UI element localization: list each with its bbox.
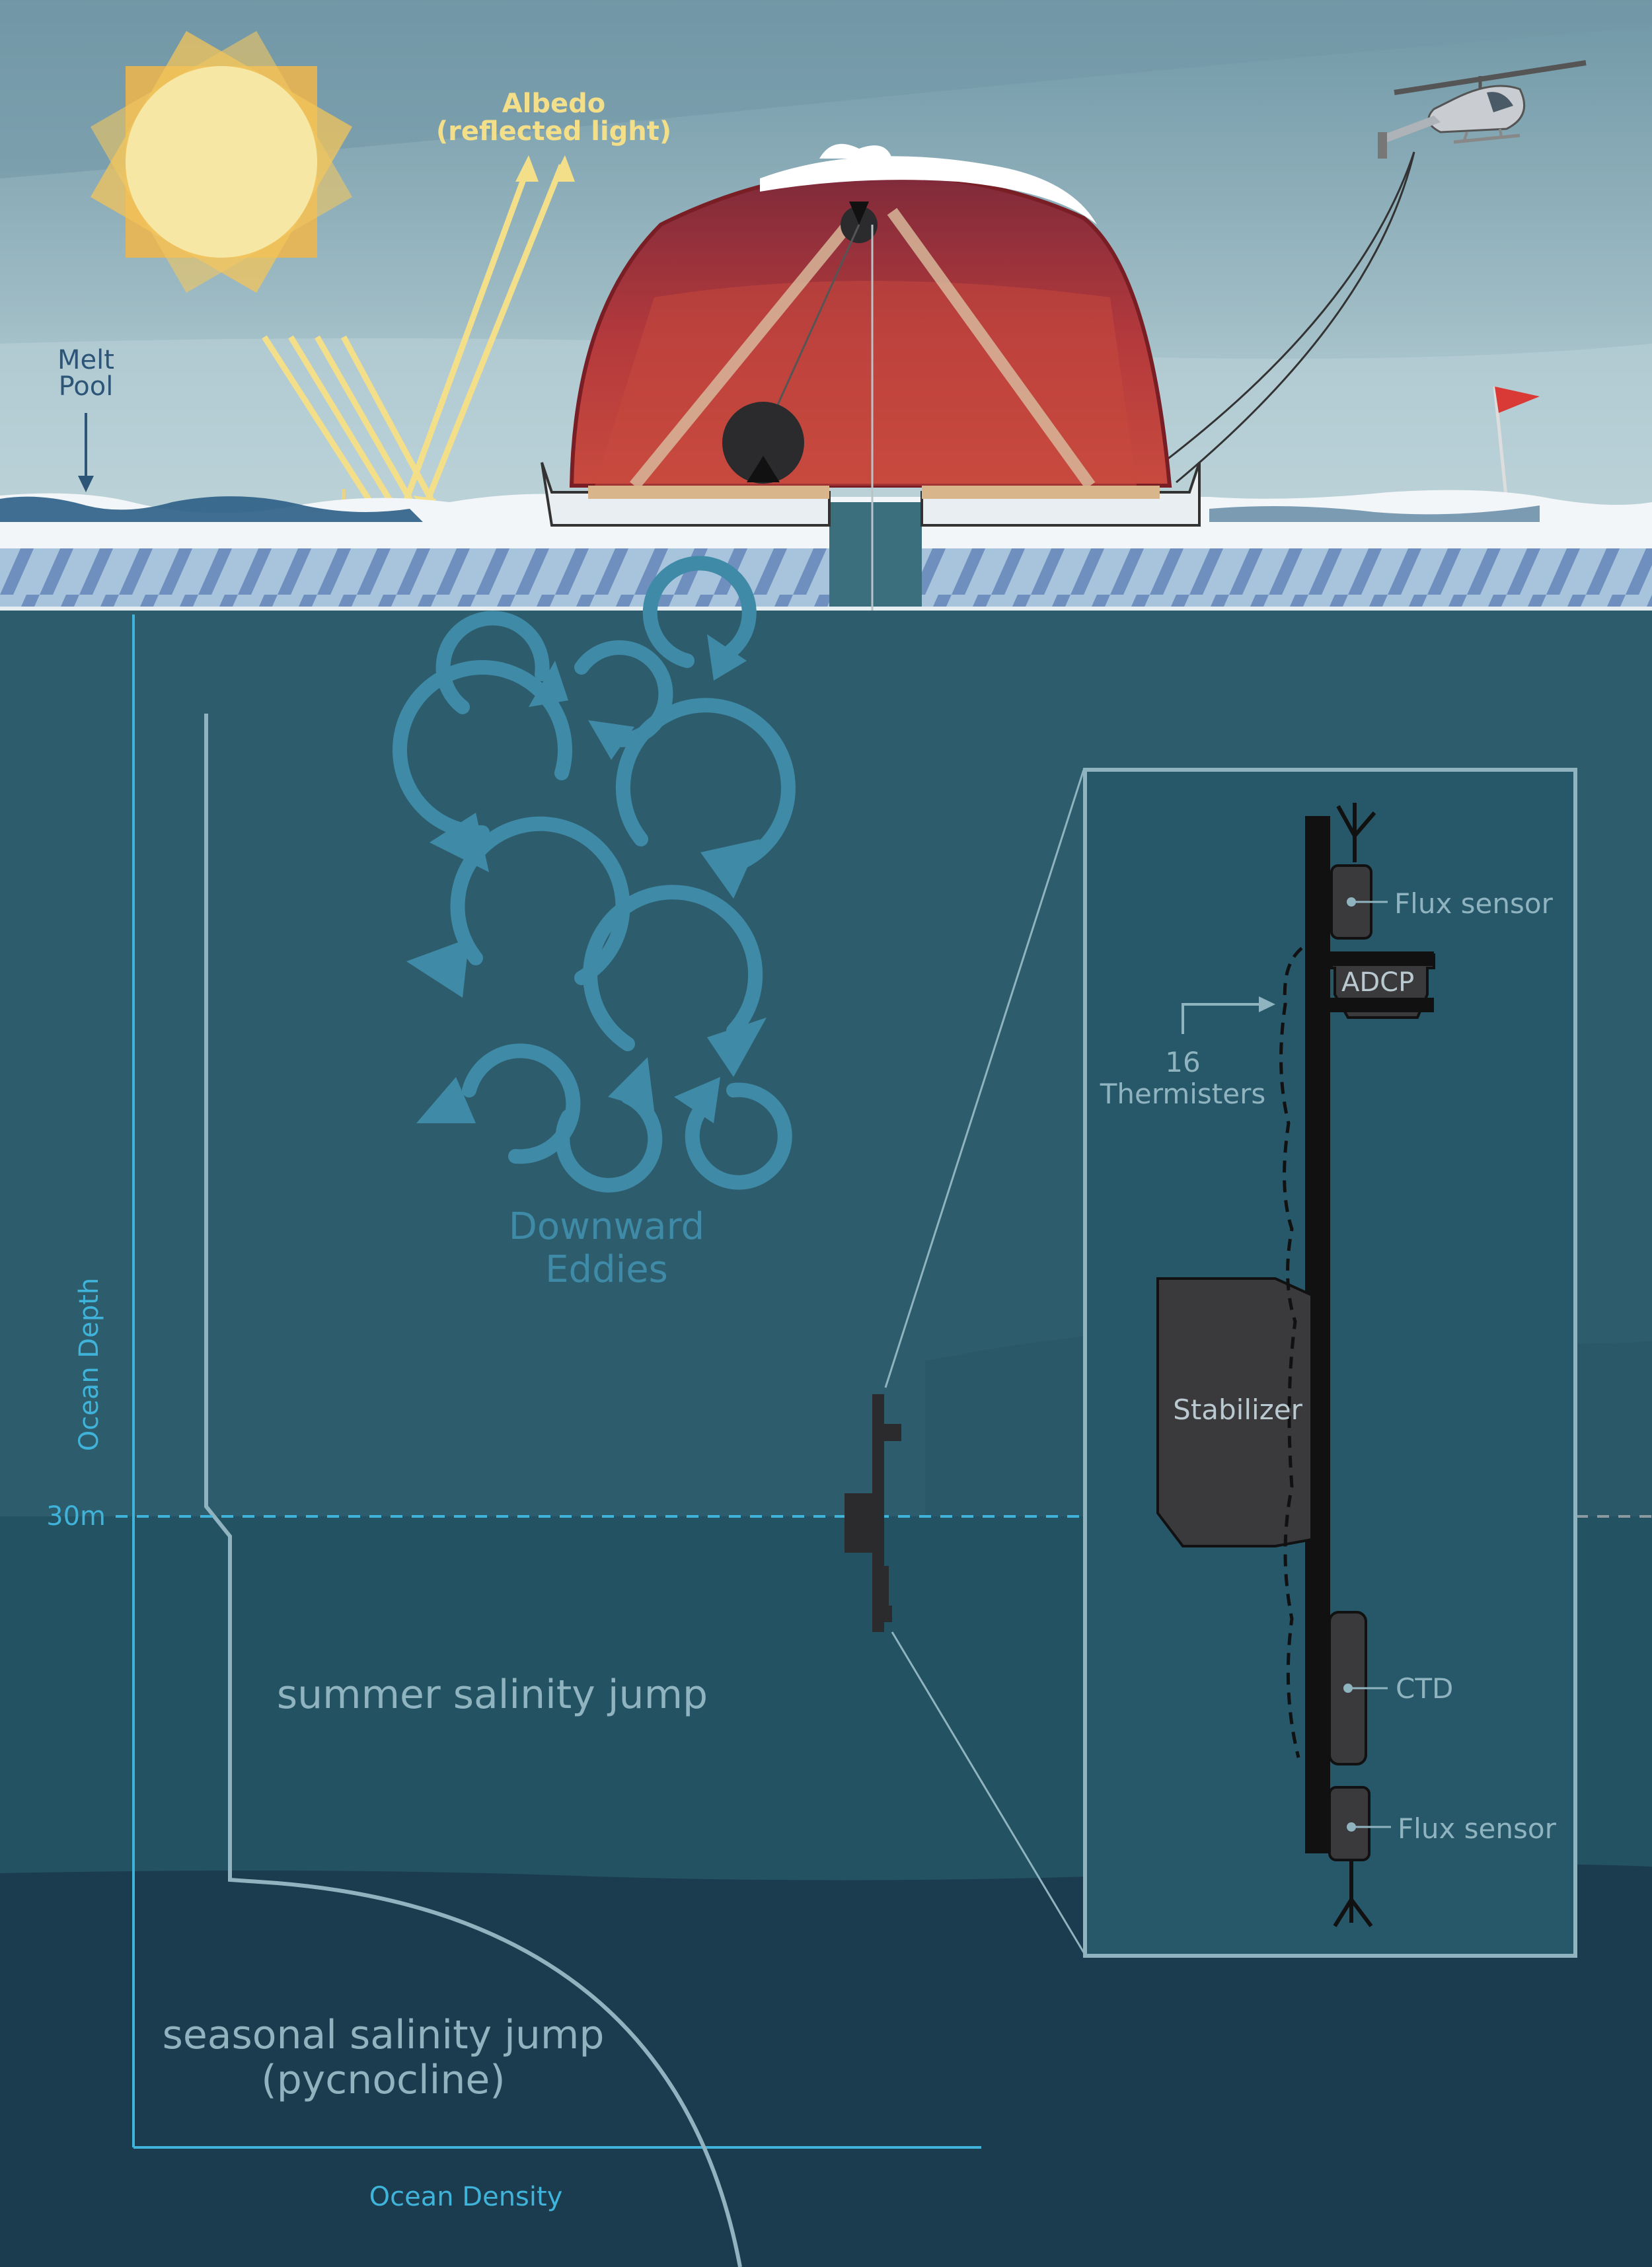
ocean-depth-axis-label: Ocean Depth	[74, 1278, 104, 1452]
pycnocline-label: (pycnocline)	[261, 2057, 505, 2103]
stabilizer-block	[1156, 1277, 1313, 1547]
summer-salinity-jump-label: summer salinity jump	[277, 1672, 708, 1718]
helicopter-tether	[1162, 151, 1415, 464]
adcp-label: ADCP	[1341, 967, 1414, 998]
thermisters-pointer	[1182, 1003, 1265, 1034]
top-anchor-icon	[1336, 803, 1376, 862]
instrument-string-small	[845, 1394, 901, 1632]
bottom-anchor-icon	[1333, 1860, 1373, 1927]
ctd-label: CTD	[1396, 1672, 1453, 1705]
eddies-label-2: Eddies	[545, 1248, 668, 1291]
stabilizer-label: Stabilizer	[1173, 1394, 1302, 1426]
ice-hole	[829, 502, 922, 608]
melt-pool	[0, 496, 423, 522]
flux-sensor-top-label: Flux sensor	[1394, 887, 1554, 920]
albedo-sublabel: (reflected light)	[436, 116, 671, 147]
ocean-density-axis-label: Ocean Density	[369, 2182, 563, 2212]
zoom-line-top	[884, 769, 1085, 1388]
thermister-chain	[1279, 947, 1303, 1758]
thermisters-count-label: 16	[1165, 1046, 1200, 1078]
flag-icon	[1493, 386, 1540, 503]
reflected-albedo-rays	[400, 155, 575, 513]
depth-30m-label: 30m	[46, 1501, 106, 1532]
instrument-string-detail	[1156, 803, 1435, 1927]
density-profile-curve	[204, 714, 742, 2267]
zoom-line-bottom	[891, 1631, 1085, 1953]
albedo-label: Albedo	[502, 89, 606, 119]
helicopter-icon	[1378, 60, 1587, 159]
sea-ice-right	[922, 548, 1652, 608]
sun-icon	[90, 30, 353, 293]
ocean-deep-layer	[0, 1864, 1652, 2267]
flux-sensor-bottom-label: Flux sensor	[1398, 1812, 1557, 1845]
seasonal-salinity-jump-label: seasonal salinity jump	[163, 2012, 605, 2058]
tent	[541, 143, 1201, 527]
thermisters-label: Thermisters	[1100, 1078, 1266, 1110]
melt-pool-label: Melt	[57, 345, 114, 375]
eddies-label: Downward	[509, 1205, 704, 1248]
melt-pool-label-2: Pool	[59, 371, 114, 402]
downward-eddies	[393, 556, 796, 1193]
